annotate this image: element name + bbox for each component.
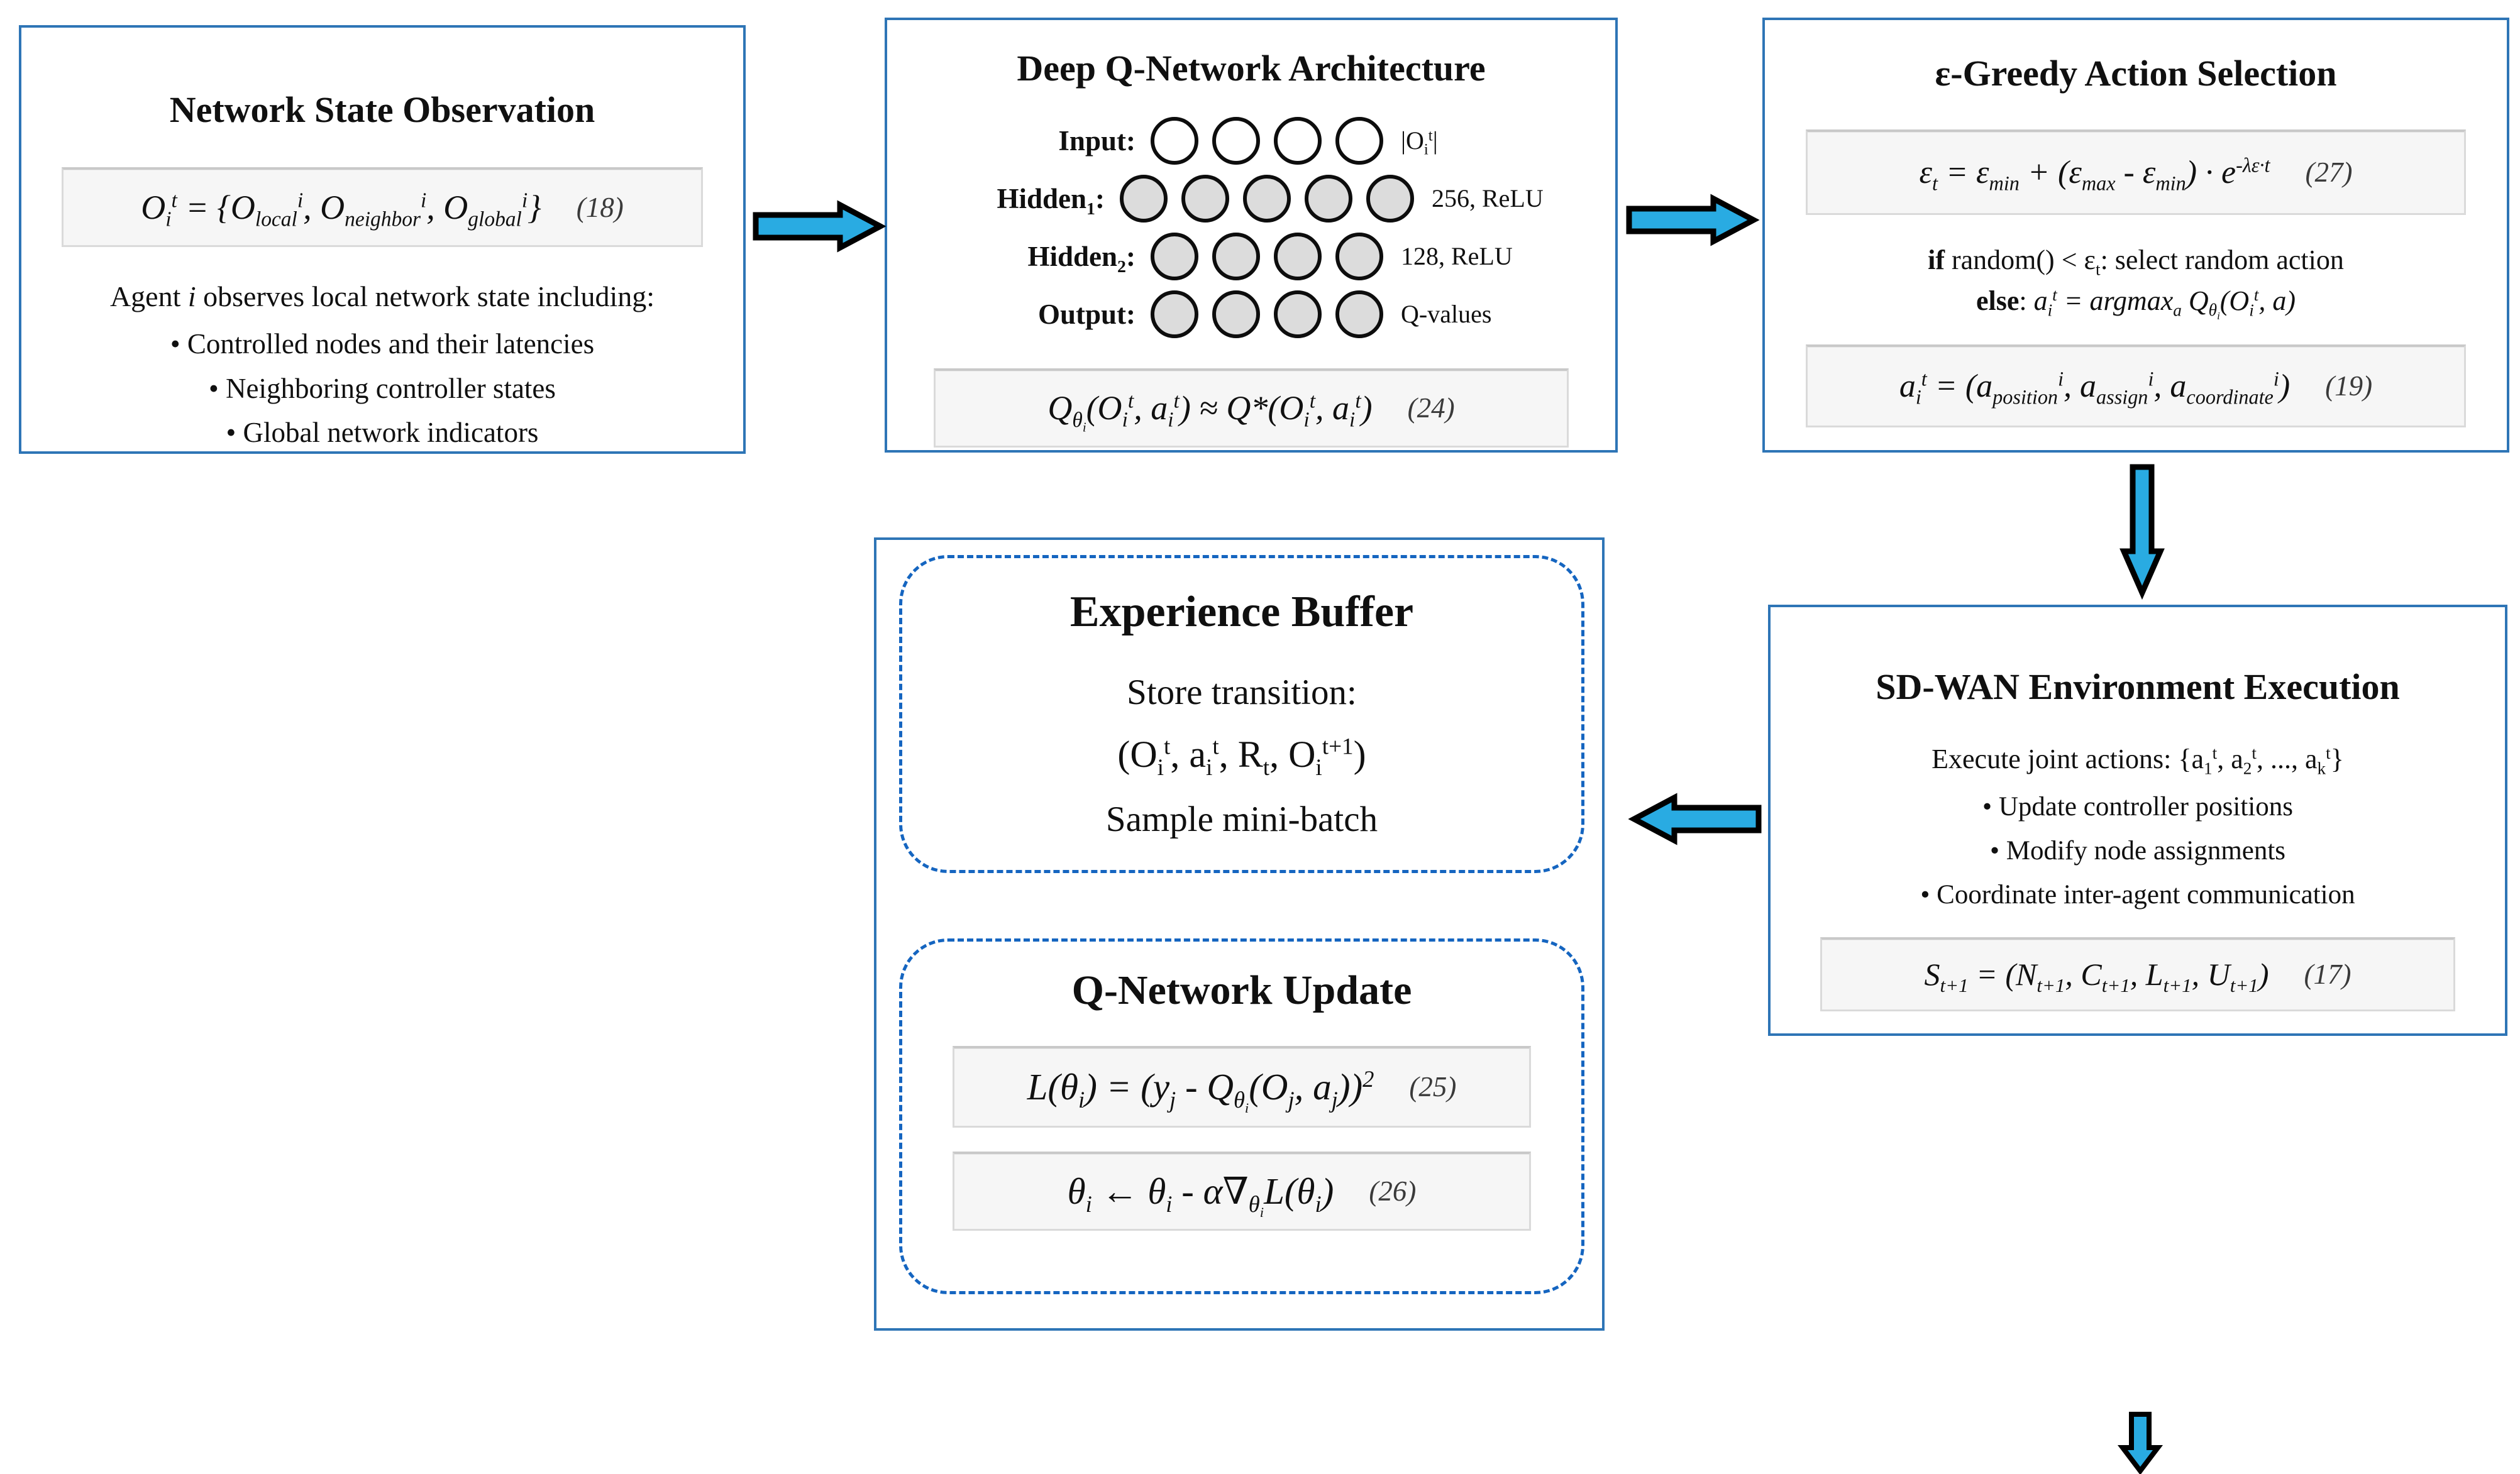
observation-description: Agent i observes local network state inc… (109, 280, 655, 312)
layer-note: |Oit| (1401, 126, 1438, 158)
formula-box-eq18: Oit = {Olocali, Oneighbori, Oglobali} (1… (62, 167, 703, 247)
neuron-row (1120, 174, 1414, 223)
neuron-icon (1151, 116, 1198, 165)
neuron-icon (1212, 290, 1260, 338)
node-title: SD-WAN Environment Execution (1876, 666, 2400, 707)
neuron-icon (1335, 116, 1383, 165)
formula-dqn: Qθi(Oit, ait) ≈ Q*(Oit, ait) (1047, 389, 1373, 435)
neuron-icon (1366, 174, 1414, 223)
formula-box-eq24: Qθi(Oit, ait) ≈ Q*(Oit, ait) (24) (934, 368, 1569, 448)
bullet-item: • Update controller positions (1982, 791, 2293, 822)
layer-note: 128, ReLU (1401, 242, 1513, 271)
equation-number: (17) (2304, 959, 2351, 991)
else-condition-line: else: ait = argmaxa Qθi(Oit, a) (1976, 285, 2296, 322)
equation-number: (25) (1409, 1071, 1457, 1103)
arrow-right-dqn-to-egreedy-icon (1625, 194, 1760, 246)
neuron-row (1151, 290, 1383, 338)
formula-box-eq17: St+1 = (Nt+1, Ct+1, Lt+1, Ut+1) (17) (1820, 937, 2455, 1011)
neuron-icon (1335, 232, 1383, 280)
diagram-canvas: Network State Observation Oit = {Olocali… (19, 18, 2509, 1474)
layer-label: Hidden2: (1027, 240, 1136, 277)
node-sdwan-environment-execution: SD-WAN Environment Execution Execute joi… (1768, 605, 2507, 1036)
node-training-container: Experience Buffer Store transition: (Oit… (874, 537, 2164, 1474)
node-egreedy-action-selection: ε-Greedy Action Selection εt = εmin + (ε… (1762, 18, 2509, 453)
neuron-icon (1335, 290, 1383, 338)
formula-box-eq26: θi ← θi - α∇θiL(θi) (26) (953, 1151, 1531, 1231)
node-network-state-observation: Network State Observation Oit = {Olocali… (19, 25, 746, 454)
bullet-item: • Controlled nodes and their latencies (170, 328, 595, 360)
transition-tuple: (Oit, ait, Rt, Oit+1) (1117, 733, 1366, 781)
layer-label: Hidden1: (997, 182, 1105, 219)
formula-box-eq27: εt = εmin + (εmax - εmin) · e-λε·t (27) (1806, 129, 2466, 215)
formula-action-tuple: ait = (apositioni, aassigni, acoordinate… (1899, 366, 2291, 408)
environment-bullet-list: • Update controller positions • Modify no… (1920, 780, 2355, 912)
bullet-item: • Coordinate inter-agent communication (1920, 879, 2355, 910)
dqn-layer-hidden1: Hidden1: 256, ReLU (887, 172, 1615, 225)
formula-box-eq25: L(θi) = (yj - Qθi(Oj, aj))2 (25) (953, 1045, 1531, 1128)
node-title: Experience Buffer (1069, 588, 1414, 636)
neuron-row (1151, 232, 1383, 280)
node-experience-buffer: Experience Buffer Store transition: (Oit… (899, 555, 1584, 873)
dqn-layer-hidden2: Hidden2: 128, ReLU (887, 230, 1615, 283)
formula-epsilon-decay: εt = εmin + (εmax - εmin) · e-λε·t (1919, 153, 2270, 194)
equation-number: (24) (1407, 392, 1455, 424)
neuron-icon (1212, 116, 1260, 165)
layer-note: 256, ReLU (1432, 184, 1544, 213)
node-q-network-update: Q-Network Update L(θi) = (yj - Qθi(Oj, a… (899, 938, 1584, 1294)
neuron-icon (1243, 174, 1291, 223)
formula-loss: L(θi) = (yj - Qθi(Oj, aj))2 (1027, 1065, 1374, 1116)
formula-box-eq19: ait = (apositioni, aassigni, acoordinate… (1806, 344, 2466, 427)
neuron-row (1151, 116, 1383, 165)
equation-number: (26) (1369, 1175, 1417, 1207)
neuron-icon (1274, 232, 1322, 280)
if-condition-line: if random() < εt: select random action (1928, 244, 2344, 279)
equation-number: (27) (2305, 157, 2353, 189)
bullet-item: • Modify node assignments (1989, 835, 2286, 866)
node-title: ε-Greedy Action Selection (1935, 53, 2337, 94)
layer-label: Output: (1037, 298, 1136, 330)
store-transition-line: Store transition: (1127, 672, 1357, 712)
neuron-icon (1181, 174, 1229, 223)
node-dqn-architecture: Deep Q-Network Architecture Input: |Oit| H… (885, 18, 1618, 453)
dqn-layer-output: Output: Q-values (887, 288, 1615, 341)
node-title: Q-Network Update (1071, 967, 1412, 1013)
execute-actions-line: Execute joint actions: {a1t, a2t, ..., a… (1931, 743, 2344, 778)
observation-bullet-list: • Controlled nodes and their latencies • … (170, 318, 594, 451)
arrow-down-egreedy-to-environment-icon (2119, 463, 2165, 600)
dqn-layer-input: Input: |Oit| (887, 114, 1615, 167)
neuron-icon (1274, 116, 1322, 165)
neuron-icon (1274, 290, 1322, 338)
equation-number: (19) (2325, 370, 2373, 402)
arrow-left-environment-to-buffer-icon (1628, 793, 1762, 845)
dqn-layer-diagram: Input: |Oit| Hidden1: 256, ReLU Hidden2: 128,… (887, 114, 1615, 346)
sample-minibatch-line: Sample mini-batch (1105, 799, 1378, 839)
formula-next-state: St+1 = (Nt+1, Ct+1, Lt+1, Ut+1) (1924, 957, 2269, 997)
neuron-icon (1151, 290, 1198, 338)
formula-observation: Oit = {Olocali, Oneighbori, Oglobali} (141, 188, 541, 231)
layer-label: Input: (1058, 124, 1136, 157)
arrow-down-buffer-to-update-icon (2117, 1411, 2164, 1474)
neuron-icon (1305, 174, 1352, 223)
bullet-item: • Global network indicators (226, 417, 539, 449)
layer-note: Q-values (1401, 300, 1492, 329)
formula-gradient-step: θi ← θi - α∇θiL(θi) (1067, 1170, 1334, 1221)
node-title: Deep Q-Network Architecture (1017, 48, 1486, 89)
bullet-item: • Neighboring controller states (209, 372, 556, 404)
arrow-right-observation-to-dqn-icon (752, 200, 887, 253)
equation-number: (18) (576, 191, 624, 223)
neuron-icon (1212, 232, 1260, 280)
neuron-icon (1151, 232, 1198, 280)
neuron-icon (1120, 174, 1168, 223)
node-title: Network State Observation (169, 89, 595, 130)
